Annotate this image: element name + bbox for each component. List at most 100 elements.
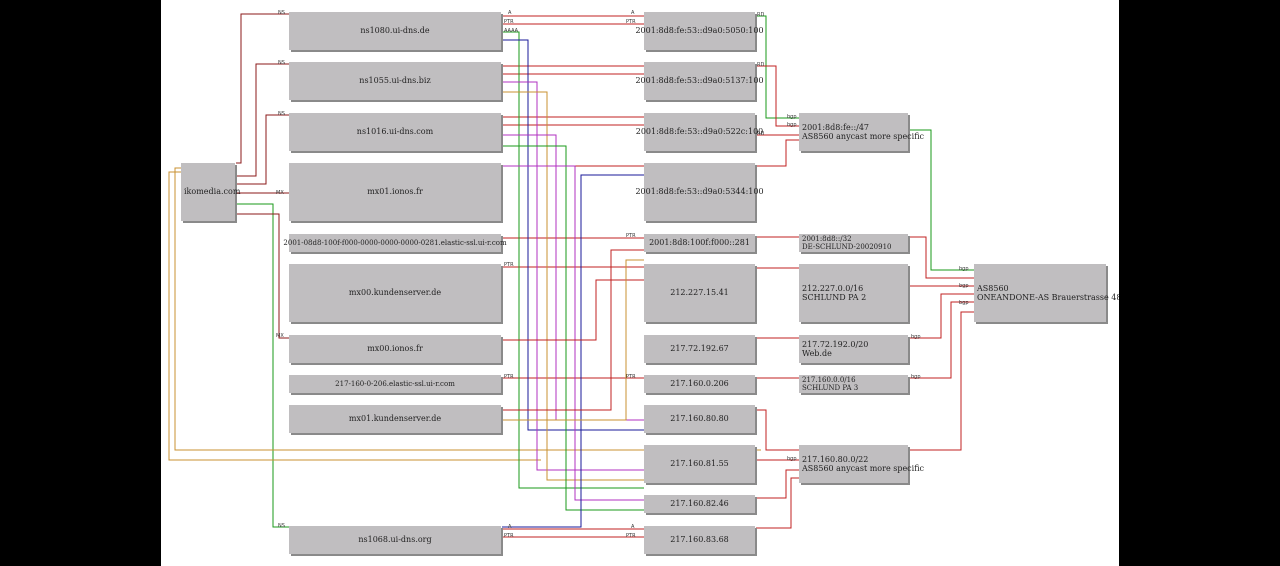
ip6-5344-label: 2001:8d8:fe:53::d9a0:5344:100 <box>635 187 764 197</box>
ip6-281-node[interactable]: 2001:8d8:100f:f000::281 <box>644 234 755 252</box>
edge-label-ptr-8: PTR <box>626 533 636 539</box>
edge-rd-8246 <box>756 469 799 499</box>
ip-0-206-label: 217.160.0.206 <box>670 379 729 389</box>
net-217-160-line1: 217.160.0.0/16 <box>802 375 856 384</box>
net-217-72-node[interactable]: 217.72.192.0/20 Web.de <box>799 335 908 363</box>
ns1055-node[interactable]: ns1055.ui-dns.biz <box>289 62 501 100</box>
ns1080-label: ns1080.ui-dns.de <box>360 26 430 36</box>
net-212-16-node[interactable]: 212.227.0.0/16 SCHLUND PA 2 <box>799 264 908 322</box>
ip-82-46-node[interactable]: 217.160.82.46 <box>644 495 755 513</box>
dns-graph-canvas: ikomedia.com ns1080.ui-dns.de ns1055.ui-… <box>161 0 1119 566</box>
ip-80-80-label: 217.160.80.80 <box>670 414 729 424</box>
net-2001-47-line2: AS8560 anycast more specific <box>802 132 925 141</box>
edge-ns-1080 <box>236 13 289 164</box>
edge-label-ptr-1: PTR <box>504 19 514 25</box>
edge-a-domain-2 <box>168 171 541 461</box>
edge-magenta-3 <box>502 165 644 501</box>
ip-81-55-node[interactable]: 217.160.81.55 <box>644 445 755 483</box>
ptr-217-name-node[interactable]: 217-160-0-206.elastic-ssl.ui-r.com <box>289 375 501 393</box>
ip6-5050-label: 2001:8d8:fe:53::d9a0:5050:100 <box>635 26 764 36</box>
net-2001-47-node[interactable]: 2001:8d8:fe::/47 AS8560 anycast more spe… <box>799 113 924 151</box>
mx00-kundenserver-label: mx00.kundenserver.de <box>348 288 442 298</box>
ns1055-label: ns1055.ui-dns.biz <box>359 76 431 86</box>
edge-label-a-4: A <box>631 524 635 530</box>
ip-83-68-label: 217.160.83.68 <box>670 535 729 545</box>
ip-83-68-node[interactable]: 217.160.83.68 <box>644 526 755 554</box>
ptr-217-name-label: 217-160-0-206.elastic-ssl.ui-r.com <box>335 379 455 388</box>
ip6-5050-node[interactable]: 2001:8d8:fe:53::d9a0:5050:100 <box>635 12 764 50</box>
edge-label-mx-2: MX <box>276 333 284 339</box>
mx01-ionos-node[interactable]: mx01.ionos.fr <box>289 163 501 221</box>
edge-label-ns: NS <box>278 10 285 16</box>
ptr-ipv6-name-node[interactable]: 2001-08d8-100f-f000-0000-0000-0000-0281.… <box>283 234 507 252</box>
asn-node[interactable]: AS8560 ONEANDONE-AS Brauerstrasse 48 <box>974 264 1119 322</box>
net-217-160-node[interactable]: 217.160.0.0/16 SCHLUND PA 3 <box>799 375 908 393</box>
ns1016-label: ns1016.ui-dns.com <box>356 127 434 137</box>
edge-a-domain <box>174 167 761 451</box>
edge-magenta-vertical <box>502 81 644 471</box>
edge-label-bgp-3: bgp <box>959 266 969 272</box>
net-anycast-line1: 217.160.80.0/22 <box>802 454 869 464</box>
ip6-5344-node[interactable]: 2001:8d8:fe:53::d9a0:5344:100 <box>635 163 764 221</box>
net-217-72-line1: 217.72.192.0/20 <box>802 339 869 349</box>
edge-rd-8368 <box>756 477 799 529</box>
mx01-kundenserver-node[interactable]: mx01.kundenserver.de <box>289 405 501 433</box>
ip6-522c-node[interactable]: 2001:8d8:fe:53::d9a0:522c:100 <box>636 113 763 151</box>
edge-orange-2 <box>502 259 644 421</box>
ip6-5137-label: 2001:8d8:fe:53::d9a0:5137:100 <box>635 76 764 86</box>
edge-label-bgp-6: bgp <box>911 334 921 340</box>
ip-80-80-node[interactable]: 217.160.80.80 <box>644 405 755 433</box>
edge-label-bgp-2: bgp <box>787 122 797 128</box>
edge-bgp-217-72 <box>909 293 974 339</box>
edge-rd-5344 <box>756 139 799 167</box>
asn-line1: AS8560 <box>977 283 1009 293</box>
mx00-ionos-label: mx00.ionos.fr <box>367 344 423 354</box>
net-212-16-line1: 212.227.0.0/16 <box>802 283 864 293</box>
edge-label-rd-2: RD <box>757 62 765 68</box>
edge-label-mx: MX <box>276 190 284 196</box>
net-anycast-node[interactable]: 217.160.80.0/22 AS8560 anycast more spec… <box>799 445 924 483</box>
ptr-ipv6-name-label: 2001-08d8-100f-f000-0000-0000-0000-0281.… <box>283 238 507 247</box>
net-2001-32-line1: 2001:8d8::/32 <box>802 234 852 243</box>
edge-label-ns-2: NS <box>278 60 285 66</box>
ip-192-67-label: 217.72.192.67 <box>670 344 729 354</box>
net-212-16-line2: SCHLUND PA 2 <box>802 293 867 302</box>
edge-label-bgp-8: bgp <box>787 456 797 462</box>
mx01-kundenserver-label: mx01.kundenserver.de <box>348 414 442 424</box>
ns1068-node[interactable]: ns1068.ui-dns.org <box>289 526 501 554</box>
mx00-ionos-node[interactable]: mx00.ionos.fr <box>289 335 501 363</box>
edge-label-ptr-4: PTR <box>504 374 514 380</box>
domain-node[interactable]: ikomedia.com <box>181 163 240 221</box>
edge-rd-5137 <box>756 65 799 127</box>
ip6-522c-label: 2001:8d8:fe:53::d9a0:522c:100 <box>635 127 764 137</box>
edge-rd-8080 <box>756 409 799 451</box>
edge-ns-1055 <box>236 63 289 177</box>
edge-label-ptr-7: PTR <box>504 533 514 539</box>
edge-layer <box>168 13 974 538</box>
ip-81-55-label: 217.160.81.55 <box>670 459 729 469</box>
net-217-72-line2: Web.de <box>802 349 832 358</box>
edge-rd-5050 <box>756 15 799 119</box>
edge-bgp-217-160 <box>909 301 974 379</box>
ip6-5137-node[interactable]: 2001:8d8:fe:53::d9a0:5137:100 <box>635 62 764 100</box>
edge-label-ptr-5: PTR <box>626 233 636 239</box>
ns1016-node[interactable]: ns1016.ui-dns.com <box>289 113 501 151</box>
edge-blue-vertical <box>502 39 644 431</box>
edge-label-ns-4: NS <box>278 523 285 529</box>
net-2001-47-line1: 2001:8d8:fe::/47 <box>802 122 870 132</box>
edge-label-rd-1: RD <box>757 12 765 18</box>
edge-label-bgp-1: bgp <box>787 114 797 120</box>
edge-label-ptr-6: PTR <box>626 374 636 380</box>
asn-line2: ONEANDONE-AS Brauerstrasse 48 <box>977 293 1119 302</box>
ip-192-67-node[interactable]: 217.72.192.67 <box>644 335 755 363</box>
mx01-ionos-label: mx01.ionos.fr <box>367 187 423 197</box>
net-2001-32-node[interactable]: 2001:8d8::/32 DE-SCHLUND-20020910 <box>799 234 908 252</box>
mx00-kundenserver-node[interactable]: mx00.kundenserver.de <box>289 264 501 322</box>
ip-0-206-node[interactable]: 217.160.0.206 <box>644 375 755 393</box>
ip-15-41-node[interactable]: 212.227.15.41 <box>644 264 755 322</box>
edge-bgp-anycast <box>909 311 974 451</box>
ns1068-label: ns1068.ui-dns.org <box>358 535 432 545</box>
ip6-281-label: 2001:8d8:100f:f000::281 <box>649 238 750 248</box>
edge-red-2 <box>502 279 644 341</box>
ns1080-node[interactable]: ns1080.ui-dns.de <box>289 12 501 50</box>
